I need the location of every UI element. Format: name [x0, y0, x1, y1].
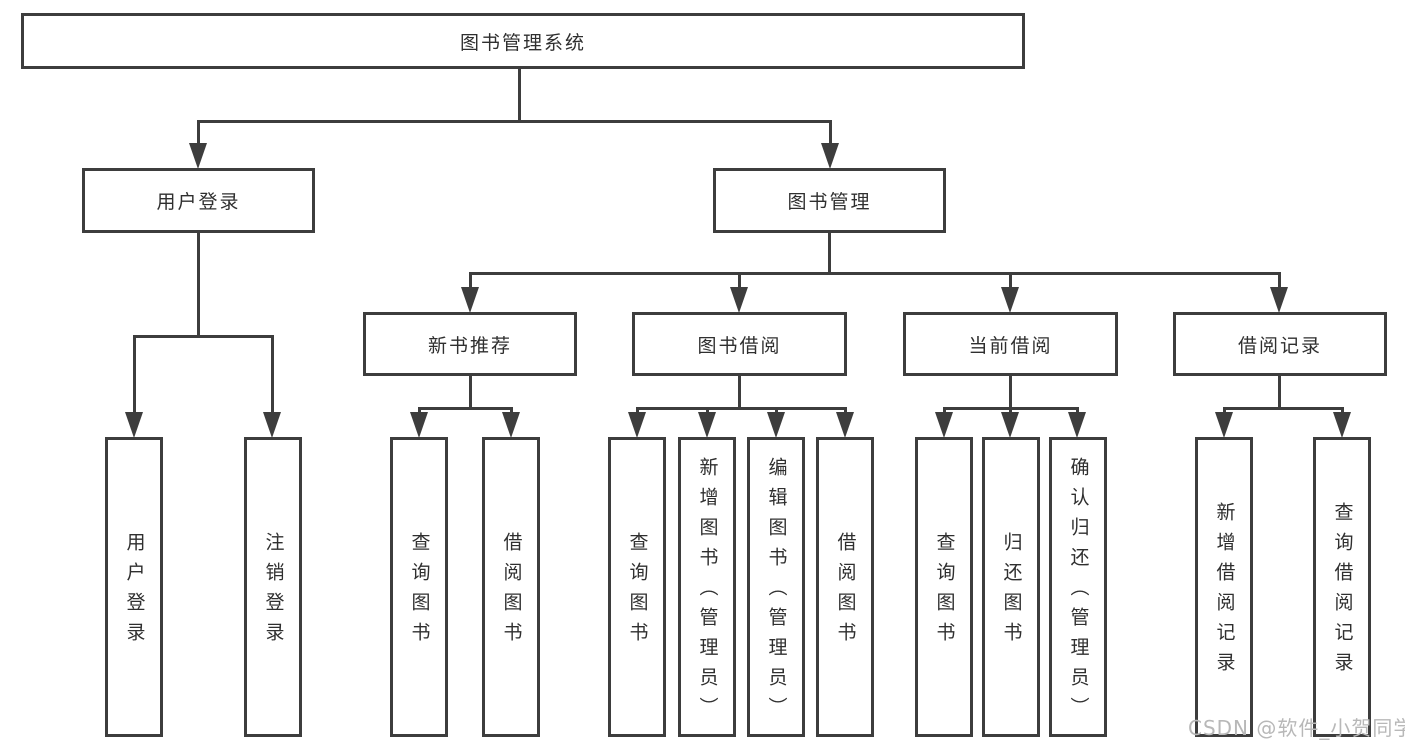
arrowhead-leaf-add-book-icon	[698, 412, 716, 438]
edge-to-leaf-return-books	[1009, 407, 1012, 416]
arrowhead-leaf-query-borrow-icon	[628, 412, 646, 438]
node-current-borrowing-label: 当前借阅	[968, 334, 1053, 357]
edge-to-book-management	[829, 120, 832, 148]
node-borrowing-records-label: 借阅记录	[1237, 334, 1322, 357]
arrowhead-leaf-query-record-icon	[1333, 412, 1351, 438]
edge-to-leaf-logout	[271, 335, 274, 415]
arrowhead-leaf-query-current-icon	[935, 412, 953, 438]
leaf-query-books-borrow: 查询图书	[608, 437, 666, 737]
leaf-edit-book-admin-label: 编辑图书（管理员）	[765, 457, 788, 727]
leaf-logout: 注销登录	[244, 437, 302, 737]
leaf-query-books-borrow-label: 查询图书	[626, 532, 649, 652]
edge-records-stem	[1278, 376, 1281, 410]
edge-to-borrowing-records	[1278, 272, 1281, 290]
edge-to-leaf-query-current	[943, 407, 946, 416]
arrowhead-leaf-return-books-icon	[1001, 412, 1019, 438]
arrowhead-leaf-query-recommend-icon	[410, 412, 428, 438]
edge-recommend-rail	[418, 407, 513, 410]
arrowhead-leaf-edit-book-icon	[767, 412, 785, 438]
node-borrowing-records: 借阅记录	[1173, 312, 1387, 376]
edge-borrowing-stem	[738, 376, 741, 410]
arrowhead-leaf-user-login-icon	[125, 412, 143, 438]
leaf-return-books: 归还图书	[982, 437, 1040, 737]
edge-book-management-stem	[828, 233, 831, 274]
edge-to-leaf-query-record	[1341, 407, 1344, 416]
leaf-borrow-books-2-label: 借阅图书	[834, 532, 857, 652]
edge-book-management-rail	[469, 272, 1281, 275]
node-new-book-recommendation-label: 新书推荐	[427, 334, 512, 357]
edge-to-leaf-borrow-2	[844, 407, 847, 416]
arrowhead-new-book-recommendation-icon	[461, 287, 479, 313]
leaf-query-books-current: 查询图书	[915, 437, 973, 737]
edge-borrowing-rail	[636, 407, 846, 410]
edge-root-rail	[197, 120, 831, 123]
edge-to-new-book-recommendation	[469, 272, 472, 290]
leaf-user-login-label: 用户登录	[123, 532, 146, 652]
leaf-add-book-admin-label: 新增图书（管理员）	[696, 457, 719, 727]
edge-root-stem	[518, 69, 521, 122]
arrowhead-leaf-confirm-return-icon	[1068, 412, 1086, 438]
leaf-borrow-books-recommend: 借阅图书	[482, 437, 540, 737]
node-current-borrowing: 当前借阅	[903, 312, 1118, 376]
leaf-confirm-return-admin: 确认归还（管理员）	[1049, 437, 1107, 737]
root-node-library-management-system: 图书管理系统	[21, 13, 1025, 69]
edge-to-leaf-borrow-recommend	[510, 407, 513, 416]
edge-user-login-rail	[133, 335, 274, 338]
arrowhead-leaf-borrow-2-icon	[836, 412, 854, 438]
leaf-borrow-books-recommend-label: 借阅图书	[500, 532, 523, 652]
edge-to-leaf-confirm-return	[1076, 407, 1079, 416]
leaf-confirm-return-admin-label: 确认归还（管理员）	[1067, 457, 1090, 727]
arrowhead-borrowing-records-icon	[1270, 287, 1288, 313]
edge-to-leaf-query-borrow	[636, 407, 639, 416]
edge-to-leaf-user-login	[133, 335, 136, 415]
edge-to-book-borrowing	[738, 272, 741, 290]
csdn-watermark: CSDN @软件_小贺同学	[1188, 716, 1405, 740]
arrowhead-user-login-icon	[189, 143, 207, 169]
arrowhead-leaf-add-record-icon	[1215, 412, 1233, 438]
arrowhead-book-borrowing-icon	[730, 287, 748, 313]
edge-to-current-borrowing	[1009, 272, 1012, 290]
leaf-query-books-recommend: 查询图书	[390, 437, 448, 737]
node-book-management-label: 图书管理	[787, 191, 872, 213]
root-node-label: 图书管理系统	[459, 31, 586, 54]
leaf-user-login: 用户登录	[105, 437, 163, 737]
edge-current-stem	[1009, 376, 1012, 410]
arrowhead-current-borrowing-icon	[1001, 287, 1019, 313]
edge-to-leaf-edit-book	[775, 407, 778, 416]
leaf-add-borrow-record-label: 新增借阅记录	[1213, 502, 1236, 682]
leaf-query-borrow-record: 查询借阅记录	[1313, 437, 1371, 737]
leaf-logout-label: 注销登录	[262, 532, 285, 652]
leaf-add-book-admin: 新增图书（管理员）	[678, 437, 736, 737]
edge-user-login-stem	[197, 233, 200, 335]
edge-to-user-login	[197, 120, 200, 148]
arrowhead-book-management-icon	[821, 143, 839, 169]
node-new-book-recommendation: 新书推荐	[363, 312, 577, 376]
edge-to-leaf-add-record	[1223, 407, 1226, 416]
node-book-borrowing-label: 图书借阅	[697, 334, 782, 357]
node-book-borrowing: 图书借阅	[632, 312, 847, 376]
leaf-add-borrow-record: 新增借阅记录	[1195, 437, 1253, 737]
leaf-query-borrow-record-label: 查询借阅记录	[1331, 502, 1354, 682]
leaf-edit-book-admin: 编辑图书（管理员）	[747, 437, 805, 737]
edge-to-leaf-query-recommend	[418, 407, 421, 416]
edge-recommend-stem	[469, 376, 472, 410]
node-user-login-label: 用户登录	[156, 191, 241, 213]
arrowhead-leaf-logout-icon	[263, 412, 281, 438]
edge-records-rail	[1223, 407, 1344, 410]
leaf-query-books-current-label: 查询图书	[933, 532, 956, 652]
edge-to-leaf-add-book	[706, 407, 709, 416]
leaf-query-books-recommend-label: 查询图书	[408, 532, 431, 652]
node-user-login: 用户登录	[82, 168, 315, 233]
arrowhead-leaf-borrow-recommend-icon	[502, 412, 520, 438]
leaf-borrow-books-2: 借阅图书	[816, 437, 874, 737]
leaf-return-books-label: 归还图书	[1000, 532, 1023, 652]
node-book-management: 图书管理	[713, 168, 946, 233]
